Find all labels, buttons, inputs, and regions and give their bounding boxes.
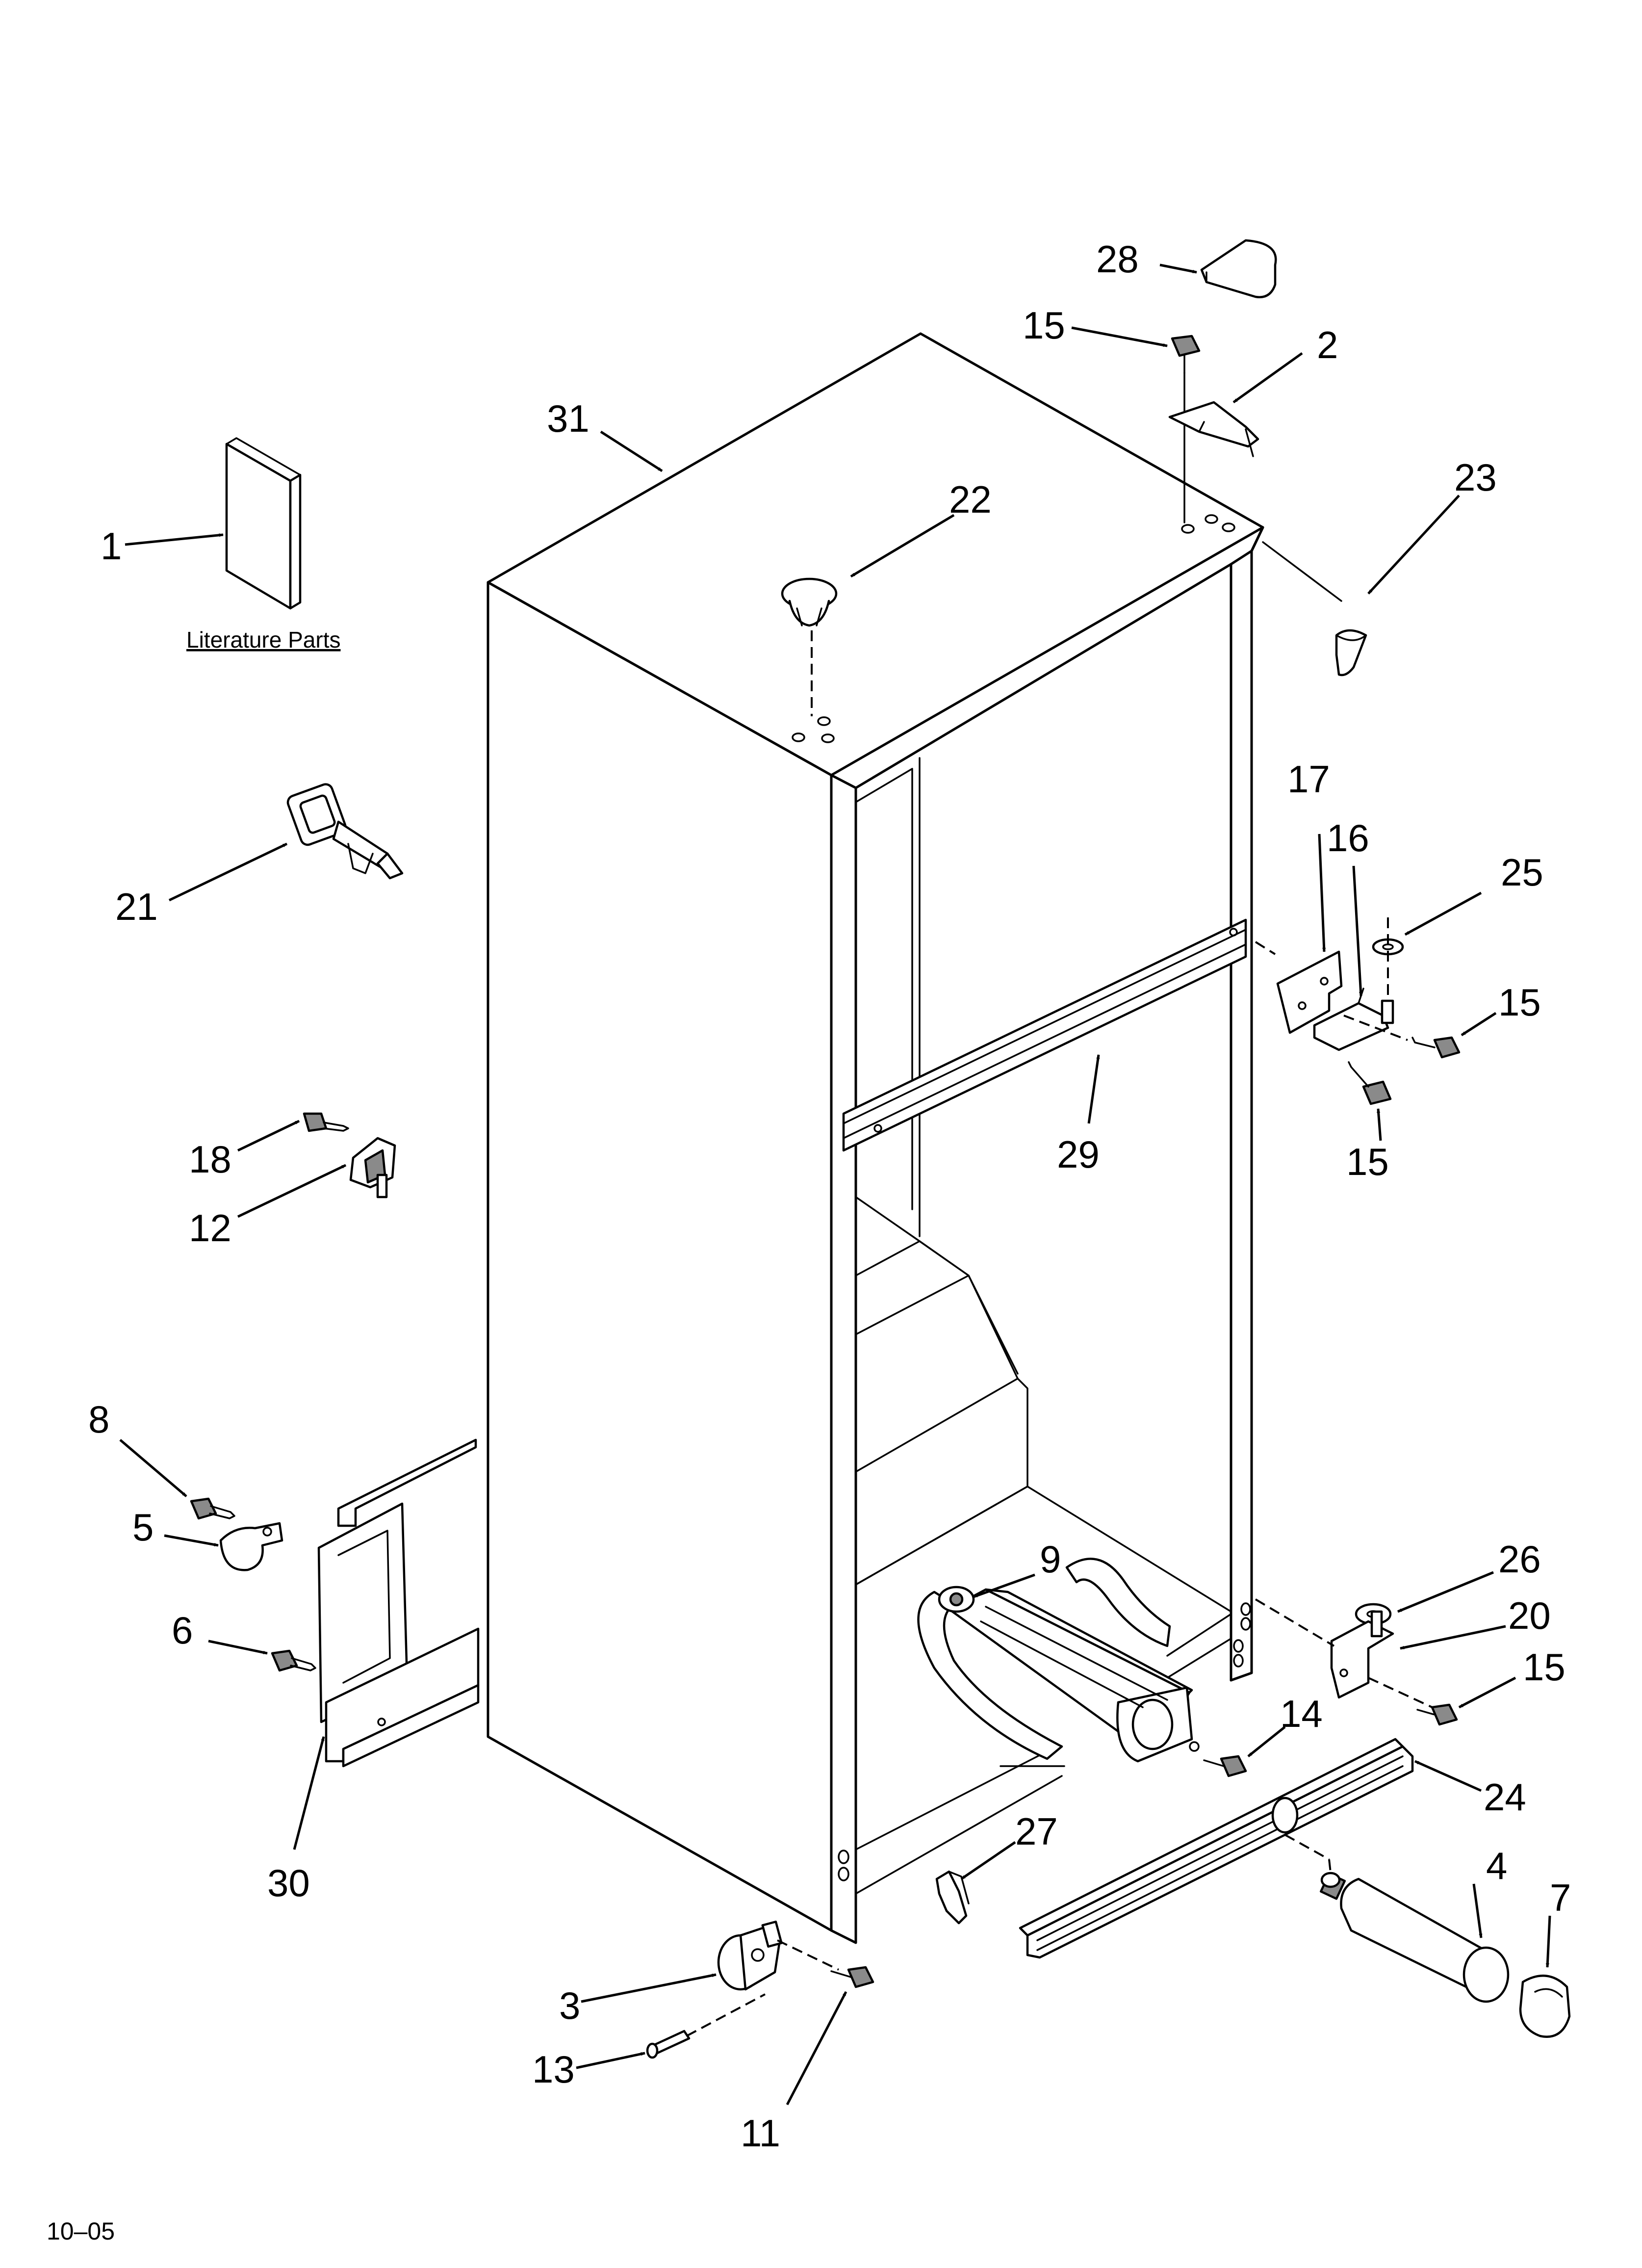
callout-20: 20 — [1508, 1594, 1551, 1637]
callout-2: 2 — [1317, 323, 1338, 366]
callout-5: 5 — [132, 1506, 154, 1549]
callout-27: 27 — [1015, 1810, 1058, 1853]
callout-8: 8 — [88, 1398, 109, 1441]
kickplate-30-part — [317, 1438, 480, 1768]
screw-15-bottom-part — [1416, 1703, 1458, 1726]
callout-26: 26 — [1498, 1538, 1541, 1581]
callout-17: 17 — [1287, 757, 1330, 801]
callout-18: 18 — [189, 1138, 231, 1181]
screw-8-part — [190, 1497, 235, 1520]
callout-labels: 1 28 15 2 31 22 23 21 17 16 25 15 29 15 … — [88, 237, 1571, 2155]
callout-6: 6 — [172, 1609, 193, 1652]
callout-23: 23 — [1454, 456, 1497, 499]
hinge-cover-28-part — [1200, 239, 1277, 298]
center-hinge-17-part — [1276, 950, 1343, 1034]
screw-14-part — [1203, 1755, 1247, 1777]
screw-15-center-b-part — [1348, 1061, 1392, 1105]
clip-27-part — [935, 1870, 970, 1925]
shelf-stop-part — [286, 783, 404, 880]
hinge-pin-23-part — [1335, 629, 1367, 677]
callout-12: 12 — [189, 1206, 231, 1250]
screw-11-part — [830, 1966, 874, 1988]
callout-15-top: 15 — [1023, 304, 1065, 347]
base-grille-24-part — [1019, 1738, 1414, 1959]
screw-15-center-a-part — [1411, 1036, 1461, 1059]
filter-housing-9-part — [917, 1558, 1200, 1763]
bracket-12-part — [349, 1137, 396, 1199]
screw-15-top-part — [1171, 335, 1201, 523]
top-hinge-2-part — [1168, 401, 1259, 457]
callout-9: 9 — [1040, 1538, 1061, 1581]
callout-16: 16 — [1327, 816, 1369, 860]
pin-13-part — [646, 2030, 691, 2059]
callout-30: 30 — [267, 1861, 310, 1904]
cabinet-shell — [487, 332, 1264, 1944]
callout-14: 14 — [1280, 1692, 1323, 1735]
callout-15-center-a: 15 — [1498, 981, 1541, 1024]
literature-caption: Literature Parts — [186, 627, 340, 652]
screw-18-part — [303, 1112, 349, 1132]
literature-parts — [225, 437, 302, 610]
callout-15-center-b: 15 — [1346, 1140, 1389, 1183]
callout-28: 28 — [1096, 237, 1139, 281]
callout-31: 31 — [547, 397, 590, 440]
callout-7: 7 — [1550, 1876, 1571, 1919]
clamp-5-part — [219, 1522, 283, 1571]
callout-4: 4 — [1486, 1844, 1507, 1887]
callout-29: 29 — [1057, 1133, 1100, 1176]
callout-11: 11 — [741, 2112, 780, 2155]
callout-13: 13 — [532, 2048, 575, 2091]
washer-25-part — [1372, 917, 1404, 1024]
bottom-hinge-20-part — [1330, 1610, 1394, 1699]
roller-3-part — [717, 1920, 783, 1991]
water-filter-4-part — [1319, 1872, 1510, 2003]
callout-1: 1 — [101, 524, 122, 568]
callout-15-bottom: 15 — [1523, 1645, 1565, 1689]
callout-25: 25 — [1501, 851, 1543, 894]
callout-22: 22 — [949, 478, 992, 521]
footer-code: 10–05 — [47, 2217, 115, 2245]
filter-cap-7-part — [1519, 1974, 1571, 2038]
callout-3: 3 — [559, 1984, 580, 2027]
leader-lines — [119, 263, 1551, 2106]
mullion-bar-part — [842, 918, 1247, 1152]
screw-6-part — [271, 1649, 316, 1672]
plug-22-part — [781, 577, 838, 716]
callout-21: 21 — [115, 885, 158, 928]
callout-24: 24 — [1484, 1775, 1526, 1819]
